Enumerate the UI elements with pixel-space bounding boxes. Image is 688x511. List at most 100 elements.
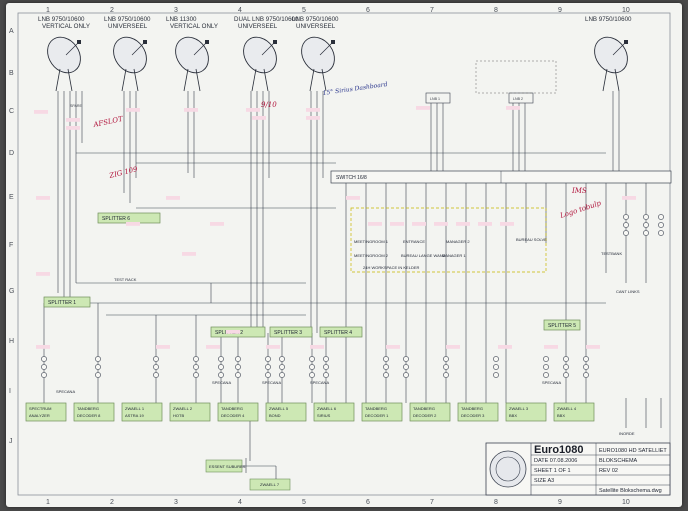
room-entrance: ENTRANCE bbox=[403, 239, 425, 244]
right-tap-2-1 bbox=[658, 222, 664, 228]
grid-left-B: B bbox=[9, 70, 14, 77]
right-tap-2-0 bbox=[658, 214, 664, 220]
level-tag-34 bbox=[126, 222, 140, 226]
tap-2-1 bbox=[153, 364, 159, 370]
receiver-line2: DECODER 8 bbox=[77, 413, 101, 418]
tap-0-0 bbox=[41, 356, 47, 362]
receiver-line1: ZWAELL 5 bbox=[269, 406, 289, 411]
level-tag-4 bbox=[184, 108, 198, 112]
tap-12-1 bbox=[443, 364, 449, 370]
tap-9-1 bbox=[323, 364, 329, 370]
grid-left-A: A bbox=[9, 28, 14, 35]
tap-8-1 bbox=[309, 364, 315, 370]
tap-7-0 bbox=[279, 356, 285, 362]
tap-7-2 bbox=[279, 372, 285, 378]
dish-subtitle: VERTICAL ONLY bbox=[170, 23, 218, 30]
level-tag-23 bbox=[36, 345, 50, 349]
tap-3-1 bbox=[193, 364, 199, 370]
tap-15-1 bbox=[563, 364, 569, 370]
right-tap-1-1 bbox=[643, 222, 649, 228]
tap-2-0 bbox=[153, 356, 159, 362]
grid-left-J: J bbox=[9, 438, 13, 445]
tap-7-1 bbox=[279, 364, 285, 370]
tap-0-2 bbox=[41, 372, 47, 378]
splitter-box-5 bbox=[319, 326, 363, 338]
grid-bottom-2: 2 bbox=[110, 499, 114, 506]
tap-11-0 bbox=[403, 356, 409, 362]
dish-title: LNB 9750/10600 bbox=[292, 16, 339, 23]
receiver-line2: ASTRA 19 bbox=[125, 413, 144, 418]
multiswitch-label: SWITCH 16/8 bbox=[336, 175, 367, 181]
tap-9-2 bbox=[323, 372, 329, 378]
sheet-size: SIZE A3 bbox=[534, 478, 554, 484]
cant-links-label: CANT LINKS bbox=[616, 289, 640, 294]
tap-16-1 bbox=[583, 364, 589, 370]
grid-top-2: 2 bbox=[110, 7, 114, 14]
room-meetingroom-2: MEETINGROOM 2 bbox=[354, 253, 389, 258]
tap-9-0 bbox=[323, 356, 329, 362]
level-tag-3 bbox=[126, 108, 140, 112]
grid-top-9: 9 bbox=[558, 7, 562, 14]
tap-14-0 bbox=[543, 356, 549, 362]
grid-bottom-3: 3 bbox=[174, 499, 178, 506]
grid-top-10: 10 bbox=[622, 7, 630, 14]
room-bureau-solve: BUREAU SOLVE bbox=[516, 237, 547, 242]
level-tag-24 bbox=[156, 345, 170, 349]
dish-title: LNB 11300 bbox=[166, 16, 197, 23]
note-9-10: 9/10 bbox=[261, 101, 277, 109]
level-tag-2 bbox=[66, 126, 80, 130]
file-name: Satellite Blokschema.dwg bbox=[599, 488, 662, 494]
tap-15-0 bbox=[563, 356, 569, 362]
note-logo: Logo tobulp bbox=[558, 199, 602, 220]
tap-6-1 bbox=[265, 364, 271, 370]
level-tag-28 bbox=[386, 345, 400, 349]
inorde-label: INORDE bbox=[619, 431, 635, 436]
note-zig: ZIG 109 bbox=[108, 165, 139, 180]
receiver-line2: DECODER 2 bbox=[413, 413, 437, 418]
level-tag-35 bbox=[210, 222, 224, 226]
tap-3-2 bbox=[193, 372, 199, 378]
receiver-line1: TANDBERG bbox=[365, 406, 387, 411]
tap-8-0 bbox=[309, 356, 315, 362]
level-tag-15 bbox=[368, 222, 382, 226]
specana-labels: SPECANA SPECANA SPECANA SPECANA SPECANA bbox=[56, 380, 561, 394]
tap-15-2 bbox=[563, 372, 569, 378]
level-tag-16 bbox=[390, 222, 404, 226]
level-tag-36 bbox=[182, 252, 196, 256]
tap-0-1 bbox=[41, 364, 47, 370]
tap-11-1 bbox=[403, 364, 409, 370]
grid-bottom-6: 6 bbox=[366, 499, 370, 506]
tap-13-1 bbox=[493, 364, 499, 370]
level-tag-17 bbox=[412, 222, 426, 226]
drawing-title: EURO1080 HD SATELLIET bbox=[599, 448, 667, 454]
tap-16-0 bbox=[583, 356, 589, 362]
grid-left-H: H bbox=[9, 338, 14, 345]
level-tag-30 bbox=[498, 345, 512, 349]
grid-bottom-4: 4 bbox=[238, 499, 242, 506]
receiver-line1: ZWAELL 2 bbox=[173, 406, 193, 411]
receiver-line1: ZWAELL 3 bbox=[509, 406, 529, 411]
level-tag-25 bbox=[206, 345, 220, 349]
right-tap-0-0 bbox=[623, 214, 629, 220]
revision: REV 02 bbox=[599, 468, 618, 474]
receiver-line2: HOTB bbox=[173, 413, 184, 418]
splitter-box-2 bbox=[43, 296, 91, 308]
grid-left-F: F bbox=[9, 242, 13, 249]
note-sirius: 15° Sirius Dashboard bbox=[322, 81, 388, 97]
grid-top-3: 3 bbox=[174, 7, 178, 14]
basement-note: 24H WORKSPACE IN KELDER bbox=[363, 265, 419, 270]
level-tag-13 bbox=[166, 196, 180, 200]
grid-top-5: 5 bbox=[302, 7, 306, 14]
grid-left-C: C bbox=[9, 108, 14, 115]
tap-10-2 bbox=[383, 372, 389, 378]
